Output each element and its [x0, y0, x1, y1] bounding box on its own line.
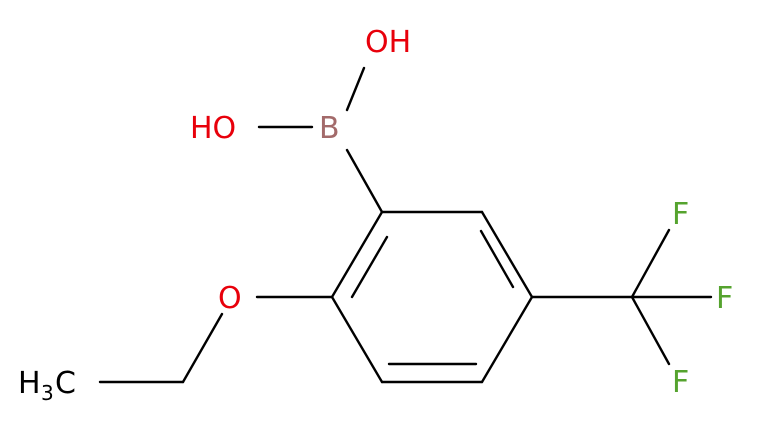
ring-double-bond-c6-c1 [350, 235, 389, 299]
benzene-ring [330, 210, 534, 384]
ether-oxygen-label: O [218, 281, 242, 316]
oh-left-label: HO [190, 111, 236, 146]
ring-bond-c3-c4 [480, 295, 534, 384]
ring-bond-c5-c6 [330, 295, 384, 384]
bond-boron-oh-top [345, 66, 366, 112]
bond-ether-oxygen-ch2 [181, 312, 224, 384]
ring-bond-c2-c3 [480, 210, 534, 299]
fluorine-right-label: F [716, 281, 733, 316]
fluorine-bottom-label: F [672, 365, 689, 400]
bond-ring-boron [345, 148, 384, 214]
bond-cf3-f-top [630, 228, 671, 299]
methyl-label: H 3 C [18, 366, 76, 405]
ring-double-bond-c2-c3 [479, 229, 515, 289]
boron-label: B [319, 111, 340, 146]
methyl-h-label: H [18, 366, 41, 401]
methyl-subscript: 3 [41, 381, 54, 405]
ring-bond-c6-c1 [330, 210, 384, 299]
fluorine-top-label: F [672, 197, 689, 232]
methyl-c-label: C [55, 366, 76, 401]
bond-cf3-f-bottom [630, 295, 671, 366]
oh-top-label: OH [365, 25, 411, 60]
